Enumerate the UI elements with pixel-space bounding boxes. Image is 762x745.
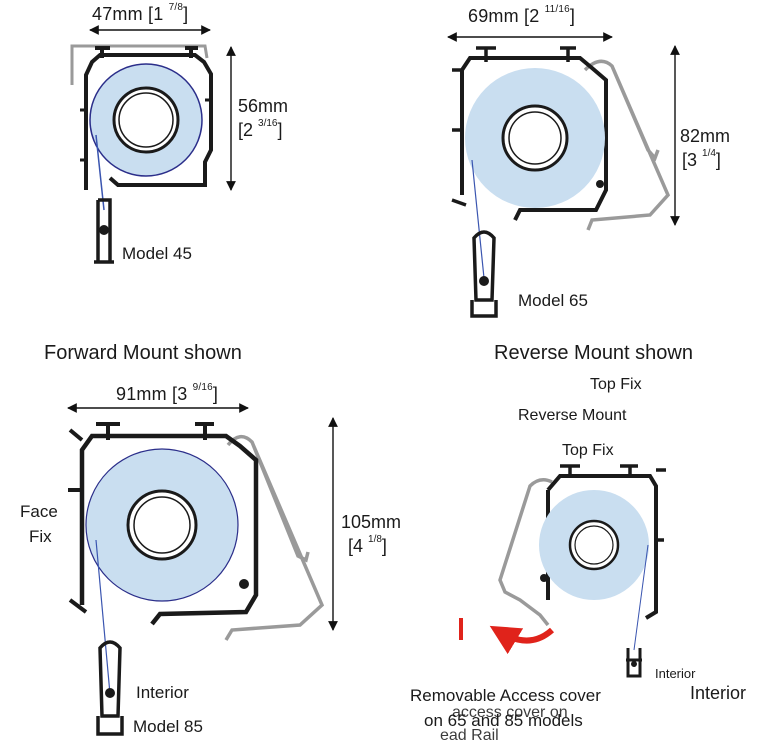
reverse-mount-bottom-rail xyxy=(626,648,642,678)
face-fix-label-line2: Fix xyxy=(29,527,52,546)
overlap-text-1: access cover on xyxy=(452,704,568,721)
model-65-label: Model 65 xyxy=(518,291,588,310)
removable-cover-line1: Removable Access cover xyxy=(410,686,601,705)
model-45-height-inch: [2 3/16] xyxy=(238,118,283,140)
model-45-housing xyxy=(84,53,213,190)
model-45-height-mm: 56mm xyxy=(238,96,289,116)
model-45-cover xyxy=(70,44,209,85)
model-85-diagram xyxy=(67,403,338,736)
model-45-diagram xyxy=(70,25,236,264)
removable-cover-line2: on 65 and 85 models xyxy=(424,711,583,730)
face-fix-label-line1: Face xyxy=(20,502,58,521)
reverse-mount-label: Reverse Mount xyxy=(518,407,627,424)
model-85-housing xyxy=(79,433,259,626)
reverse-mount-diagram xyxy=(459,464,666,678)
model-65-height-inch: [3 1/4] xyxy=(682,148,721,170)
model-65-bottom-rail xyxy=(470,230,498,318)
model-65-width-label: 69mm [2 11/16] xyxy=(468,4,576,26)
model-45-bottom-rail xyxy=(94,198,114,264)
model-65-housing xyxy=(460,56,608,221)
reverse-interior-label: Interior xyxy=(690,683,747,703)
model-85-height-inch: [4 1/8] xyxy=(348,534,387,556)
reverse-interior-small-label: Interior xyxy=(655,666,696,681)
model-85-interior-label: Interior xyxy=(136,683,189,702)
model-65-diagram xyxy=(447,32,680,318)
model-45-label: Model 45 xyxy=(122,244,192,263)
model-85-width-label: 91mm [3 9/16] xyxy=(116,382,219,404)
model-45-width-label: 47mm [1 7/8] xyxy=(92,2,189,24)
reverse-mount-shown-caption: Reverse Mount shown xyxy=(494,342,693,364)
model-85-label: Model 85 xyxy=(133,717,203,736)
top-fix-label-1: Top Fix xyxy=(590,376,642,393)
forward-mount-caption: Forward Mount shown xyxy=(44,342,242,364)
model-85-cover xyxy=(224,435,325,641)
reverse-mount-cover xyxy=(498,478,553,627)
removal-arrow xyxy=(489,625,555,655)
model-85-bottom-rail xyxy=(96,640,124,736)
model-65-height-mm: 82mm xyxy=(680,126,731,146)
model-85-height-mm: 105mm xyxy=(341,512,402,532)
overlap-text-2: ead Rail xyxy=(440,727,499,744)
top-fix-label-2: Top Fix xyxy=(562,442,614,459)
